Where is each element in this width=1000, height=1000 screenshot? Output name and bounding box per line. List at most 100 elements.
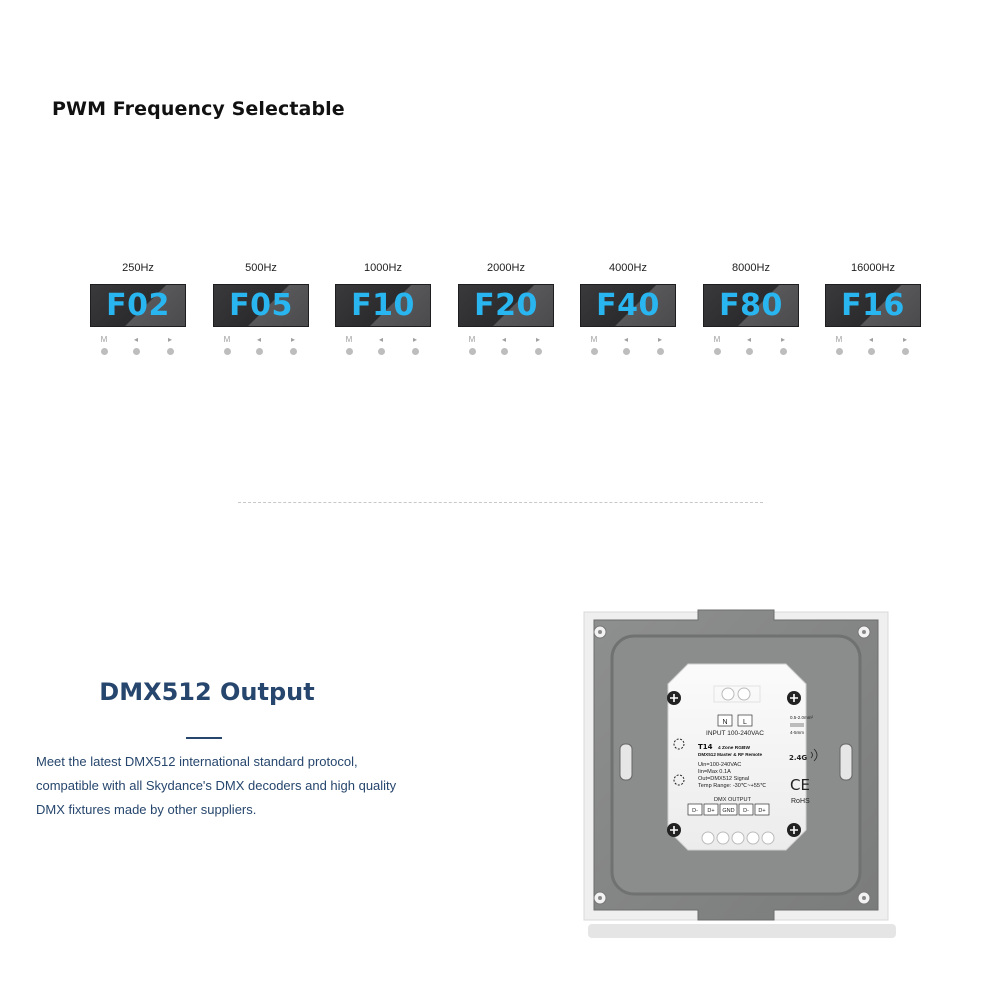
terminal-box xyxy=(687,803,703,816)
pwm-title: PWM Frequency Selectable xyxy=(52,98,345,120)
mode-key-dot xyxy=(590,348,598,355)
model-label: T14 xyxy=(698,743,713,751)
dmx-description-line: DMX fixtures made by other suppliers. xyxy=(36,802,257,817)
right-key: ▸ xyxy=(164,334,176,355)
right-key: ▸ xyxy=(532,334,544,355)
left-key-dot xyxy=(132,348,140,355)
mode-key-dot xyxy=(223,348,231,355)
right-key: ▸ xyxy=(899,334,911,355)
right-key: ▸ xyxy=(777,334,789,355)
right-key-dot xyxy=(534,348,542,355)
led-display: F16 xyxy=(825,284,921,327)
left-key: ◂ xyxy=(253,334,265,355)
right-arrow-icon: ▸ xyxy=(535,335,540,344)
terminal-box xyxy=(738,803,754,816)
right-arrow-icon: ▸ xyxy=(902,335,907,344)
led-display: F80 xyxy=(703,284,799,327)
right-arrow-icon: ▸ xyxy=(780,335,785,344)
rf-frequency-label: 2.4G xyxy=(789,754,807,762)
left-key: ◂ xyxy=(498,334,510,355)
left-key-dot xyxy=(867,348,875,355)
left-arrow-icon: ◂ xyxy=(623,335,628,344)
terminal-label: D- xyxy=(743,808,749,814)
frequency-label: 4000Hz xyxy=(609,262,647,274)
display-code: F80 xyxy=(719,288,783,323)
led-display: F02 xyxy=(90,284,186,327)
mode-key-label: M xyxy=(713,335,721,344)
terminal-label: D+ xyxy=(707,808,714,814)
l-terminal-label: L xyxy=(743,719,747,726)
spec-line: Temp Range: -30℃~+55℃ xyxy=(698,783,767,789)
left-arrow-icon: ◂ xyxy=(133,335,138,344)
model-desc-label: 4 Zone RGBW xyxy=(718,745,750,751)
right-key-dot xyxy=(289,348,297,355)
led-display: F10 xyxy=(335,284,431,327)
display-code: F02 xyxy=(106,288,170,323)
right-key: ▸ xyxy=(409,334,421,355)
wall-panel-controller-image: N L INPUT 100-240VAC 0.5-2.0mm² 4-5mm T1… xyxy=(583,609,896,938)
frequency-label: 500Hz xyxy=(245,262,277,274)
terminal-box xyxy=(719,803,738,816)
section-divider xyxy=(238,502,763,503)
dmx-description: Meet the latest DMX512 international sta… xyxy=(36,750,436,822)
frequency-label: 8000Hz xyxy=(732,262,770,274)
mode-key: M xyxy=(833,334,845,355)
right-key-dot xyxy=(656,348,664,355)
button-row: M ◂ ▸ xyxy=(825,334,921,360)
mode-key: M xyxy=(343,334,355,355)
input-rating-label: INPUT 100-240VAC xyxy=(706,730,764,737)
left-key-dot xyxy=(255,348,263,355)
frequency-label: 16000Hz xyxy=(850,262,896,274)
spec-line: Uin=100-240VAC xyxy=(698,762,741,768)
right-arrow-icon: ▸ xyxy=(167,335,172,344)
wireless-icon xyxy=(810,748,818,762)
mode-key-label: M xyxy=(590,335,598,344)
button-row: M ◂ ▸ xyxy=(580,334,676,360)
mode-key: M xyxy=(466,334,478,355)
button-row: M ◂ ▸ xyxy=(213,334,309,360)
mode-key-label: M xyxy=(468,335,476,344)
left-key-dot xyxy=(377,348,385,355)
left-key-dot xyxy=(622,348,630,355)
display-code: F20 xyxy=(474,288,538,323)
left-key-dot xyxy=(500,348,508,355)
dmx-description-line: compatible with all Skydance's DMX decod… xyxy=(36,778,397,793)
n-terminal-label: N xyxy=(722,719,727,726)
mode-key: M xyxy=(588,334,600,355)
right-arrow-icon: ▸ xyxy=(412,335,417,344)
mode-key-label: M xyxy=(345,335,353,344)
wire-size-label: 0.5-2.0mm² xyxy=(790,715,814,720)
left-arrow-icon: ◂ xyxy=(746,335,751,344)
left-key: ◂ xyxy=(743,334,755,355)
dmx-heading: DMX512 Output xyxy=(99,678,315,706)
mode-key-label: M xyxy=(223,335,231,344)
mode-key-dot xyxy=(345,348,353,355)
mode-key-dot xyxy=(100,348,108,355)
terminal-label: GND xyxy=(722,808,734,814)
button-row: M ◂ ▸ xyxy=(335,334,431,360)
right-arrow-icon: ▸ xyxy=(290,335,295,344)
left-key: ◂ xyxy=(865,334,877,355)
left-arrow-icon: ◂ xyxy=(378,335,383,344)
led-display: F40 xyxy=(580,284,676,327)
mode-key-label: M xyxy=(835,335,843,344)
led-display: F05 xyxy=(213,284,309,327)
left-arrow-icon: ◂ xyxy=(501,335,506,344)
display-code: F16 xyxy=(841,288,905,323)
terminal-label: D+ xyxy=(758,808,765,814)
right-key: ▸ xyxy=(287,334,299,355)
terminal-box xyxy=(703,803,719,816)
mode-key-label: M xyxy=(100,335,108,344)
frequency-label: 2000Hz xyxy=(487,262,525,274)
model-sub-label: DMX512 Master & RF Remote xyxy=(698,752,763,757)
button-row: M ◂ ▸ xyxy=(703,334,799,360)
left-arrow-icon: ◂ xyxy=(256,335,261,344)
right-arrow-icon: ▸ xyxy=(657,335,662,344)
right-key: ▸ xyxy=(654,334,666,355)
